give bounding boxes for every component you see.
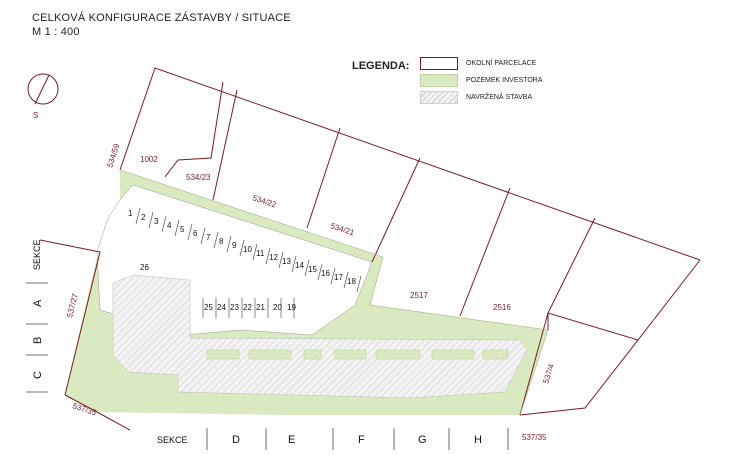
proposed-building (112, 274, 528, 399)
parking-spot-8: 8 (219, 237, 224, 246)
green-strips (206, 349, 509, 360)
parking-spot-11: 11 (256, 249, 265, 258)
parking-spot-19: 19 (287, 303, 296, 312)
parking-spot-10: 10 (243, 245, 252, 254)
legend-swatch-investor (420, 74, 458, 87)
parking-spot-1: 1 (128, 209, 133, 218)
parcel-537-27: 537/27 (65, 292, 80, 318)
parcel-2517: 2517 (410, 291, 428, 300)
north-label: S (33, 111, 38, 120)
parking-numbers-top: 1 2 3 4 5 6 7 8 9 10 11 12 13 14 15 16 1… (128, 209, 356, 286)
legend-label-investor: POZEMEK INVESTORA (466, 77, 543, 84)
parking-spot-26: 26 (140, 263, 149, 272)
scale-label: M 1 : 400 (32, 26, 80, 38)
parcel-534-21: 534/21 (329, 221, 356, 237)
legend-label-building: NAVRŽENÁ STAVBA (466, 94, 533, 101)
parking-spot-23: 23 (230, 303, 239, 312)
sekce-e: E (288, 434, 295, 446)
parcel-2516: 2516 (493, 303, 511, 312)
parking-spot-17: 17 (334, 273, 343, 282)
investor-boundary (119, 169, 549, 416)
legend-swatch-building (420, 91, 458, 104)
sekce-d: D (232, 434, 240, 446)
sekce-a: A (32, 299, 44, 307)
parking-spot-21: 21 (256, 303, 265, 312)
parcel-1002: 1002 (140, 155, 158, 164)
parcel-lines (39, 67, 701, 431)
sekce-c: C (32, 371, 44, 379)
parcel-537-4: 537/4 (541, 362, 556, 384)
page-title: CELKOVÁ KONFIGURACE ZÁSTAVBY / SITUACE (32, 12, 291, 24)
sekce-g: G (418, 434, 427, 446)
parcel-534-22: 534/22 (251, 193, 278, 209)
sekce-left-label: SEKCE (32, 239, 42, 270)
parking-spot-15: 15 (308, 265, 317, 274)
parking-spot-22: 22 (243, 303, 252, 312)
legend-swatch-parcels (420, 57, 458, 70)
parking-spot-16: 16 (321, 269, 330, 278)
parking-spot-12: 12 (269, 253, 278, 262)
sekce-bottom: SEKCE D E F G H (157, 428, 509, 450)
parking-spot-24: 24 (217, 303, 226, 312)
parcel-534-59: 534/59 (105, 142, 121, 169)
parcel-537-35-bottom: 537/35 (522, 433, 547, 442)
sekce-left: SEKCE A B C (26, 239, 48, 393)
sekce-b: B (32, 337, 44, 344)
sekce-f: F (358, 434, 365, 446)
parking-spot-6: 6 (193, 229, 198, 238)
parking-spot-3: 3 (154, 217, 159, 226)
parking-spot-4: 4 (167, 221, 172, 230)
parking-spot-18: 18 (347, 277, 356, 286)
parking-spot-20: 20 (273, 303, 282, 312)
parcel-534-23: 534/23 (186, 173, 211, 182)
parking-numbers-bottom: 25 24 23 22 21 20 19 (204, 303, 296, 312)
parking-spot-9: 9 (232, 241, 237, 250)
parking-spot-13: 13 (282, 257, 291, 266)
parking-spot-25: 25 (204, 303, 213, 312)
parking-lines (135, 207, 362, 318)
legend-title: LEGENDA: (352, 60, 410, 72)
legend-label-parcels: OKOLNÍ PARCELACE (466, 60, 537, 67)
parking-spot-2: 2 (141, 213, 146, 222)
sekce-h: H (474, 434, 482, 446)
parking-spot-5: 5 (180, 225, 185, 234)
sekce-bottom-label: SEKCE (157, 435, 188, 445)
parking-spot-7: 7 (206, 233, 211, 242)
parking-spot-14: 14 (295, 261, 304, 270)
north-arrow-icon: S (27, 73, 59, 120)
